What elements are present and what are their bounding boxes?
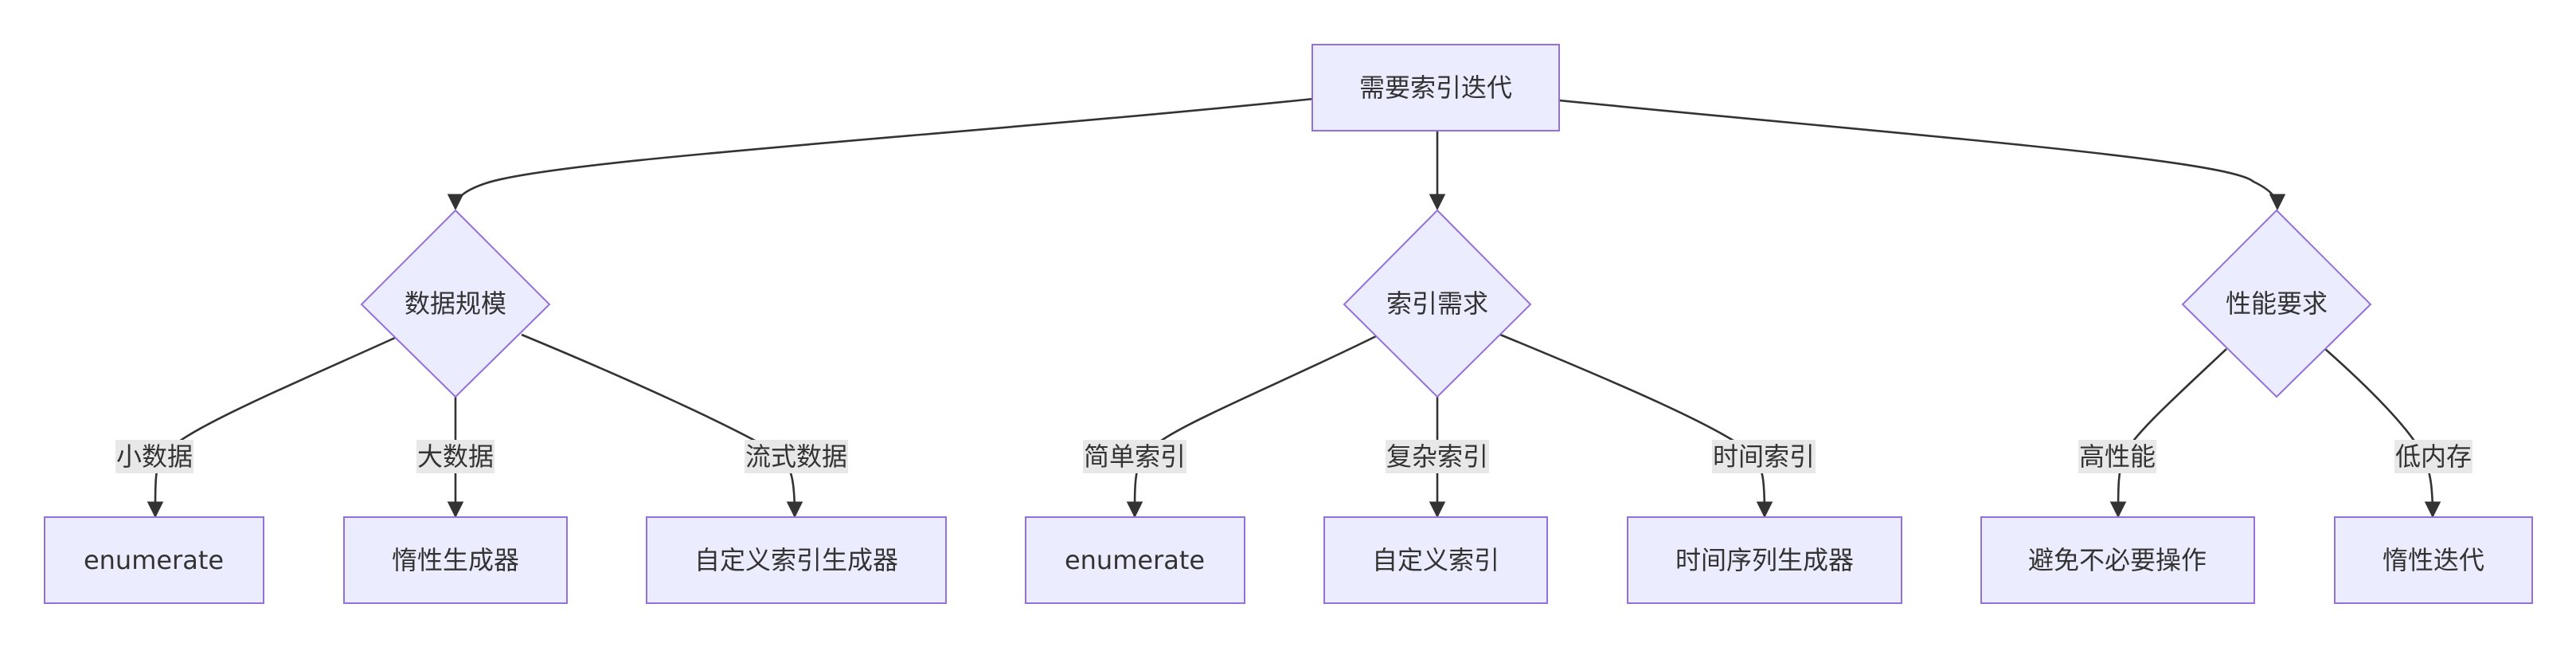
edge-index-need-simple (1126, 335, 1377, 519)
edge-label-stream-data: 流式数据 (745, 440, 848, 473)
edge-label-text: 高性能 (2079, 441, 2156, 472)
decision-data-scale: 数据规模 (360, 209, 551, 398)
edge-label-low-mem: 低内存 (2394, 440, 2472, 473)
leaf-label: 避免不必要操作 (2028, 545, 2207, 575)
root-node: 需要索引迭代 (1311, 44, 1560, 131)
leaf-label: enumerate (1065, 545, 1205, 575)
leaf-label: 惰性迭代 (2383, 545, 2484, 575)
leaf-label: 惰性生成器 (392, 545, 519, 575)
edge-performance-low-mem (2324, 348, 2441, 519)
edge-label-text: 时间索引 (1713, 441, 1815, 472)
edge-performance-high (2109, 348, 2227, 519)
edge-label-small-data: 小数据 (115, 440, 193, 473)
leaf-label: 自定义索引 (1372, 545, 1499, 575)
edge-label-high-perf: 高性能 (2078, 440, 2156, 473)
edge-label-text: 小数据 (116, 441, 193, 472)
leaf-custom-index: 自定义索引 (1323, 516, 1548, 604)
edge-label-time-index: 时间索引 (1712, 440, 1816, 473)
decision-performance: 性能要求 (2181, 209, 2372, 398)
edge-root-to-performance (1558, 99, 2286, 211)
edge-label-complex-index: 复杂索引 (1386, 440, 1489, 473)
decision-label: 数据规模 (405, 288, 506, 319)
edge-label-big-data: 大数据 (416, 440, 494, 473)
leaf-label: 时间序列生成器 (1675, 545, 1854, 575)
edge-label-text: 流式数据 (745, 441, 847, 472)
decision-index-need: 索引需求 (1343, 209, 1532, 398)
leaf-label: enumerate (84, 545, 224, 575)
leaf-time-series-generator: 时间序列生成器 (1627, 516, 1902, 604)
edge-root-to-data-scale (447, 97, 1315, 211)
edge-data-scale-small (147, 336, 396, 519)
leaf-enumerate-1: enumerate (44, 516, 264, 604)
decision-label: 性能要求 (2226, 288, 2328, 319)
edge-index-need-time (1499, 333, 1773, 519)
leaf-lazy-iteration: 惰性迭代 (2334, 516, 2533, 604)
leaf-label: 自定义索引生成器 (694, 545, 898, 575)
leaf-avoid-unnecessary-ops: 避免不必要操作 (1980, 516, 2255, 604)
edge-data-scale-stream (521, 333, 803, 519)
leaf-custom-index-generator: 自定义索引生成器 (646, 516, 947, 604)
edge-label-text: 复杂索引 (1386, 441, 1488, 472)
root-node-label: 需要索引迭代 (1359, 73, 1512, 103)
leaf-enumerate-2: enumerate (1025, 516, 1245, 604)
edge-label-text: 大数据 (417, 441, 494, 472)
edge-label-text: 低内存 (2395, 441, 2472, 472)
edge-label-text: 简单索引 (1084, 441, 1186, 472)
edge-label-simple-index: 简单索引 (1083, 440, 1186, 473)
leaf-lazy-generator: 惰性生成器 (343, 516, 568, 604)
decision-label: 索引需求 (1386, 288, 1488, 319)
